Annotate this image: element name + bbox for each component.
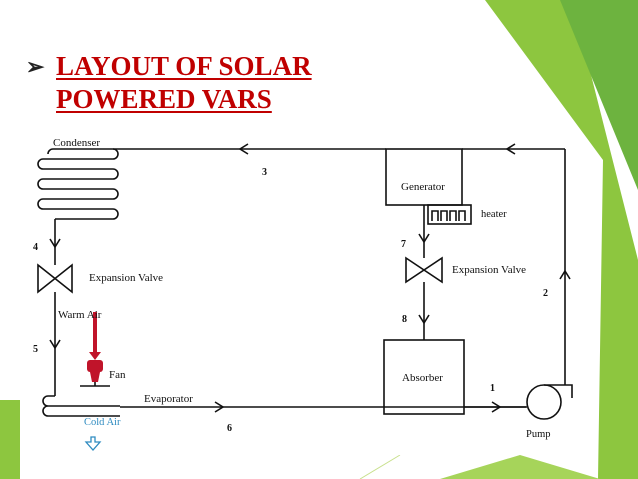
heater-coil xyxy=(431,210,466,221)
point-3-label: 3 xyxy=(262,167,267,178)
warm-air-label: Warm Air xyxy=(58,309,102,321)
green-decoration-left xyxy=(0,400,20,479)
cold-air-arrow-icon xyxy=(84,436,102,451)
arrow-2-top xyxy=(505,143,516,155)
condenser-inlet xyxy=(47,148,54,155)
arrow-3 xyxy=(238,143,249,155)
evaporator-label: Evaporator xyxy=(144,393,193,405)
expansion-valve-right-label: Expansion Valve xyxy=(452,264,526,276)
point-8-label: 8 xyxy=(402,314,407,325)
arrow-8 xyxy=(418,314,430,325)
pump-outlet xyxy=(544,384,573,398)
point-7-label: 7 xyxy=(401,239,406,250)
heater-label: heater xyxy=(481,209,507,220)
expansion-valve-right xyxy=(405,256,443,284)
evaporator-coil xyxy=(42,395,120,417)
arrow-4 xyxy=(49,238,61,249)
arrow-2 xyxy=(559,269,571,280)
condenser-label: Condenser xyxy=(53,137,100,149)
arrow-6 xyxy=(214,401,225,413)
point-1-label: 1 xyxy=(490,383,495,394)
point-4-label: 4 xyxy=(33,242,38,253)
expansion-valve-left-label: Expansion Valve xyxy=(89,272,163,284)
slide-title: ➢ LAYOUT OF SOLAR POWERED VARS xyxy=(26,50,312,116)
diagram-panel xyxy=(22,135,582,455)
arrow-7 xyxy=(418,233,430,244)
decor-line xyxy=(359,454,401,479)
arrow-5 xyxy=(49,339,61,350)
generator-label: Generator xyxy=(401,181,445,193)
green-decoration-top xyxy=(560,0,638,190)
fan-icon xyxy=(80,312,110,387)
point-5-label: 5 xyxy=(33,344,38,355)
title-line-1: LAYOUT OF SOLAR xyxy=(56,51,312,81)
green-decoration-right xyxy=(485,0,638,479)
point-6-label: 6 xyxy=(227,423,232,434)
absorber-label: Absorber xyxy=(402,372,443,384)
cold-air-label: Cold Air xyxy=(84,417,121,428)
fan-label: Fan xyxy=(109,369,126,381)
point-2-label: 2 xyxy=(543,288,548,299)
heater-box xyxy=(427,204,472,225)
pump-label: Pump xyxy=(526,429,551,440)
arrow-1 xyxy=(491,401,502,413)
absorber-box xyxy=(383,339,465,415)
condenser-coil xyxy=(37,148,119,220)
title-line-2: POWERED VARS xyxy=(56,84,272,114)
arrow-bullet-icon: ➢ xyxy=(26,54,45,79)
expansion-valve-left xyxy=(37,263,73,294)
green-decoration-bottom xyxy=(440,455,600,479)
